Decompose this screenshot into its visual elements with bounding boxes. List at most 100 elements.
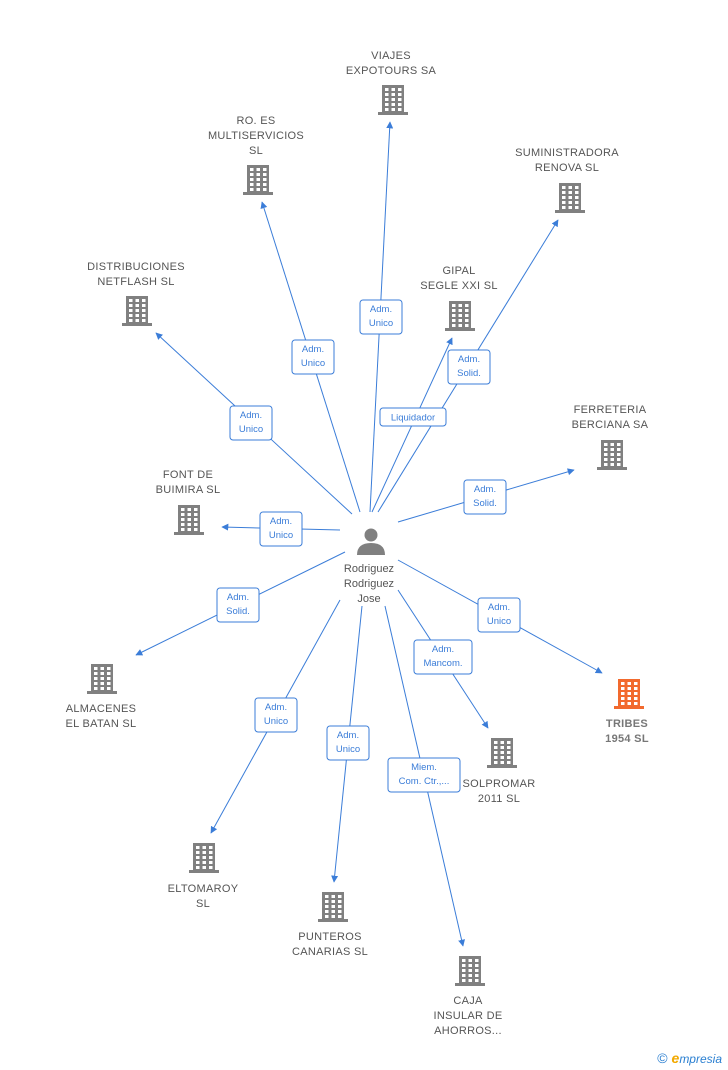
relation-text: Unico <box>336 744 360 755</box>
company-name-line: SEGLE XXI SL <box>420 280 498 292</box>
building-icon-caja[interactable] <box>455 956 485 986</box>
company-name-line: DISTRIBUCIONES <box>87 261 185 273</box>
relation-text: Adm. <box>458 354 480 365</box>
company-name-line: AHORROS... <box>434 1025 502 1037</box>
relation-text: Adm. <box>488 602 510 613</box>
building-icon-punteros[interactable] <box>318 892 348 922</box>
company-name-line: FERRETERIA <box>574 404 647 416</box>
building-icon-tribes[interactable] <box>614 679 644 709</box>
building-icon-solpromar[interactable] <box>487 738 517 768</box>
relation-label-font: Adm. Unico <box>259 511 303 547</box>
company-name-line: RENOVA SL <box>535 162 599 174</box>
relation-text: Mancom. <box>423 658 462 669</box>
company-name-line: SOLPROMAR <box>463 778 536 790</box>
company-name-line: RO. ES <box>236 115 275 127</box>
company-label-eltomaroy[interactable]: ELTOMAROY SL <box>168 883 239 910</box>
brand-initial: e <box>671 1050 680 1066</box>
relation-text: Adm. <box>370 304 392 315</box>
relation-label-viajes: Adm. Unico <box>359 299 403 335</box>
building-icon-eltomaroy[interactable] <box>189 843 219 873</box>
relation-label-eltomaroy: Adm. Unico <box>254 697 298 733</box>
relation-text: Adm. <box>240 410 262 421</box>
building-icon-font[interactable] <box>174 505 204 535</box>
company-name-line: SL <box>196 898 210 910</box>
brand-name: mpresia <box>679 1052 722 1066</box>
relation-text: Miem. <box>411 762 437 773</box>
person-name-line: Rodriguez <box>344 563 394 575</box>
company-name-line: EL BATAN SL <box>66 718 137 730</box>
copyright-symbol: © <box>657 1050 668 1066</box>
relation-text: Adm. <box>474 484 496 495</box>
relation-text: Liquidador <box>391 413 435 424</box>
company-name-line: ALMACENES <box>66 703 137 715</box>
company-name-line: TRIBES <box>606 718 648 730</box>
company-name-line: ELTOMAROY <box>168 883 239 895</box>
company-name-line: VIAJES <box>371 50 411 62</box>
company-name-line: CANARIAS SL <box>292 946 368 958</box>
footer-brand: ©empresia <box>657 1050 722 1066</box>
relation-text: Com. Ctr.,... <box>399 776 450 787</box>
relation-text: Adm. <box>270 516 292 527</box>
company-name-line: CAJA <box>453 995 483 1007</box>
person-name-line: Jose <box>357 593 380 605</box>
company-name-line: EXPOTOURS SA <box>346 65 437 77</box>
relation-text: Adm. <box>265 702 287 713</box>
building-icon-gipal[interactable] <box>445 301 475 331</box>
company-label-solpromar[interactable]: SOLPROMAR 2011 SL <box>463 778 536 805</box>
company-name-line: PUNTEROS <box>298 931 362 943</box>
company-label-gipal[interactable]: GIPAL SEGLE XXI SL <box>420 265 498 292</box>
company-name-line: 2011 SL <box>478 793 520 805</box>
relation-text: Adm. <box>337 730 359 741</box>
person-icon[interactable] <box>357 528 385 556</box>
company-label-roes[interactable]: RO. ES MULTISERVICIOS SL <box>208 115 304 157</box>
company-name-line: NETFLASH SL <box>97 276 174 288</box>
relation-text: Unico <box>264 716 288 727</box>
company-label-punteros[interactable]: PUNTEROS CANARIAS SL <box>292 931 368 958</box>
relation-label-tribes: Adm. Unico <box>477 597 521 633</box>
relation-text: Unico <box>369 318 393 329</box>
building-icon-roes[interactable] <box>243 165 273 195</box>
company-label-distribuciones[interactable]: DISTRIBUCIONES NETFLASH SL <box>87 261 185 288</box>
relation-text: Solid. <box>457 368 481 379</box>
company-label-suministradora[interactable]: SUMINISTRADORA RENOVA SL <box>515 147 619 174</box>
company-label-tribes[interactable]: TRIBES 1954 SL <box>605 718 649 745</box>
company-label-almacenes[interactable]: ALMACENES EL BATAN SL <box>66 703 137 730</box>
company-name-line: BERCIANA SA <box>572 419 649 431</box>
building-icon-ferreteria[interactable] <box>597 440 627 470</box>
company-name-line: GIPAL <box>442 265 475 277</box>
company-label-font[interactable]: FONT DE BUIMIRA SL <box>156 469 221 496</box>
building-icon-distribuciones[interactable] <box>122 296 152 326</box>
relation-text: Unico <box>487 616 511 627</box>
building-icon-almacenes[interactable] <box>87 664 117 694</box>
company-label-caja[interactable]: CAJA INSULAR DE AHORROS... <box>433 995 502 1037</box>
relation-text: Adm. <box>227 592 249 603</box>
relation-text: Adm. <box>302 344 324 355</box>
relation-text: Unico <box>239 424 263 435</box>
relation-label-suministradora: Adm. Solid. <box>447 349 491 385</box>
company-name-line: SL <box>249 145 263 157</box>
company-name-line: INSULAR DE <box>433 1010 502 1022</box>
relation-text: Solid. <box>226 606 250 617</box>
relation-text: Unico <box>269 530 293 541</box>
company-name-line: SUMINISTRADORA <box>515 147 619 159</box>
company-name-line: BUIMIRA SL <box>156 484 221 496</box>
relation-text: Solid. <box>473 498 497 509</box>
company-name-line: 1954 SL <box>605 733 649 745</box>
relation-label-solpromar: Adm.Mancom. <box>413 639 473 675</box>
company-label-ferreteria[interactable]: FERRETERIA BERCIANA SA <box>572 404 649 431</box>
relation-label-almacenes: Adm. Solid. <box>216 587 260 623</box>
building-icon-viajes[interactable] <box>378 85 408 115</box>
person-name-line: Rodriguez <box>344 578 394 590</box>
relation-text: Unico <box>301 358 325 369</box>
building-icon-suministradora[interactable] <box>555 183 585 213</box>
relation-label-gipal: Liquidador <box>379 407 447 427</box>
relation-label-punteros: Adm. Unico <box>326 725 370 761</box>
relation-label-caja: Miem. Com. Ctr.,... <box>387 757 461 793</box>
relation-label-distribuciones: Adm. Unico <box>229 405 273 441</box>
company-label-viajes[interactable]: VIAJES EXPOTOURS SA <box>346 50 437 77</box>
company-name-line: FONT DE <box>163 469 213 481</box>
company-name-line: MULTISERVICIOS <box>208 130 304 142</box>
relation-label-ferreteria: Adm. Solid. <box>463 479 507 515</box>
